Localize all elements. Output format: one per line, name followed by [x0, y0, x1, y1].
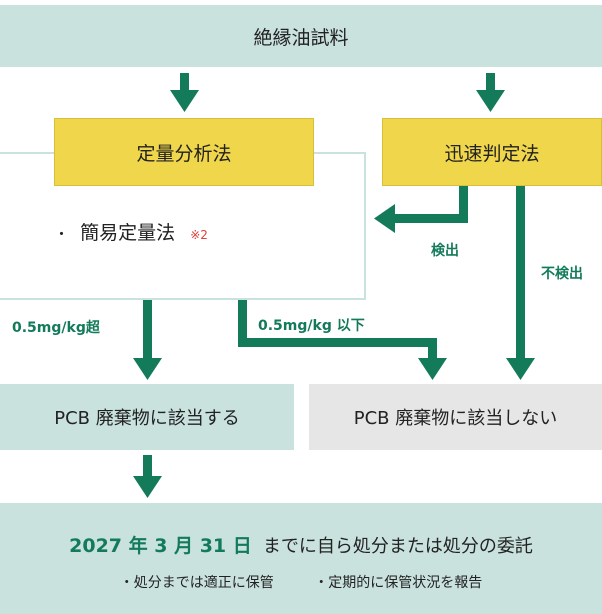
result-applicable-label: PCB 廃棄物に該当する — [54, 408, 240, 429]
deadline-date: 2027 年 3 月 31 日 — [69, 535, 252, 557]
simple-method-item: ・ 簡易定量法 ※2 — [54, 218, 208, 245]
note-mark: ※2 — [190, 228, 208, 242]
label-not-detected: 不検出 — [541, 266, 583, 282]
arrow-to-bottom — [133, 455, 162, 498]
result-not-applicable-label: PCB 廃棄物に該当しない — [353, 408, 558, 429]
sample-box: 絶縁油試料 — [0, 5, 602, 67]
arrow-to-quantitative — [170, 73, 199, 112]
rapid-method-box: 迅速判定法 — [382, 118, 602, 186]
arrow-detected — [374, 186, 468, 233]
simple-method-label: 簡易定量法 — [80, 222, 176, 244]
arrow-over — [133, 300, 162, 380]
label-under: 0.5mg/kg 以下 — [258, 318, 365, 334]
quantitative-method-label: 定量分析法 — [136, 142, 232, 165]
bottom-items: ・処分までは適正に保管 ・定期的に保管状況を報告 — [120, 572, 482, 592]
result-applicable-box: PCB 廃棄物に該当する — [0, 384, 294, 450]
bottom-box: 2027 年 3 月 31 日 までに自ら処分または処分の委託 ・処分までは適正… — [0, 503, 602, 614]
arrow-to-rapid — [476, 73, 505, 112]
sample-title: 絶縁油試料 — [253, 26, 349, 49]
rapid-method-label: 迅速判定法 — [444, 142, 540, 165]
bottom-item-storage: ・処分までは適正に保管 — [119, 575, 274, 591]
quantitative-method-box: 定量分析法 — [54, 118, 314, 186]
bottom-item-report: ・定期的に保管状況を報告 — [314, 575, 483, 591]
result-not-applicable-box: PCB 廃棄物に該当しない — [309, 384, 602, 450]
deadline-action: までに自ら処分または処分の委託 — [262, 536, 533, 557]
label-detected: 検出 — [431, 243, 459, 259]
arrow-under — [238, 300, 447, 380]
deadline-line: 2027 年 3 月 31 日 までに自ら処分または処分の委託 — [69, 531, 533, 558]
arrow-not-detected — [506, 186, 535, 380]
bullet: ・ — [54, 225, 70, 243]
label-over: 0.5mg/kg超 — [12, 320, 100, 336]
